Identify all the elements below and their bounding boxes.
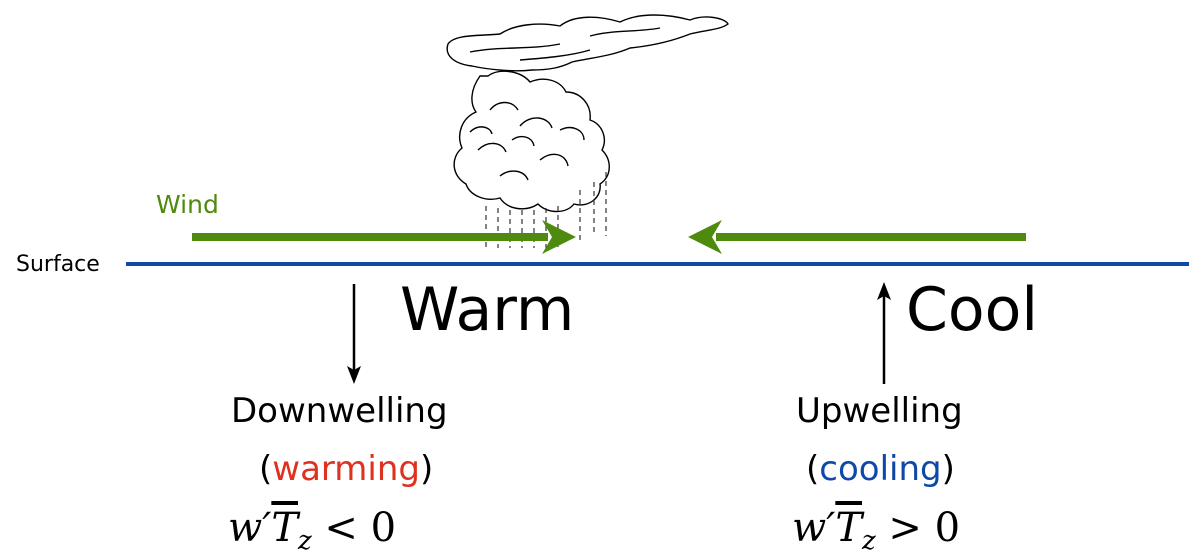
upwelling-label: Upwelling bbox=[796, 391, 963, 431]
cooling-text: cooling bbox=[819, 449, 942, 489]
upwelling-equation: w′Tz > 0 bbox=[792, 508, 960, 554]
paren-close: ) bbox=[420, 449, 434, 489]
eq-relation: < 0 bbox=[311, 505, 397, 551]
eq-subscript: z bbox=[862, 526, 876, 556]
eq-var-t: T bbox=[271, 505, 299, 551]
eq-var-t: T bbox=[835, 505, 863, 551]
downwelling-equation: w′Tz < 0 bbox=[228, 508, 396, 554]
warming-annotation: (warming) bbox=[259, 452, 433, 486]
warming-text: warming bbox=[272, 449, 420, 489]
wind-label: Wind bbox=[156, 190, 219, 219]
downward-arrow-icon bbox=[347, 284, 361, 384]
surface-label: Surface bbox=[16, 252, 100, 277]
storm-cloud-icon bbox=[446, 14, 729, 213]
paren-open: ( bbox=[806, 449, 820, 489]
cool-label: Cool bbox=[906, 275, 1038, 345]
eq-var-w: w′ bbox=[228, 505, 272, 551]
eq-var-w: w′ bbox=[792, 505, 836, 551]
paren-close: ) bbox=[941, 449, 955, 489]
rain-streaks-icon bbox=[485, 172, 607, 248]
eq-relation: > 0 bbox=[875, 505, 961, 551]
wind-arrow-right-icon bbox=[192, 220, 576, 254]
cooling-annotation: (cooling) bbox=[806, 452, 955, 486]
downwelling-label: Downwelling bbox=[231, 391, 448, 431]
upward-arrow-icon bbox=[877, 282, 891, 384]
eq-subscript: z bbox=[298, 526, 312, 556]
warm-label: Warm bbox=[400, 275, 575, 345]
paren-open: ( bbox=[259, 449, 273, 489]
wind-arrow-left-icon bbox=[688, 220, 1026, 254]
